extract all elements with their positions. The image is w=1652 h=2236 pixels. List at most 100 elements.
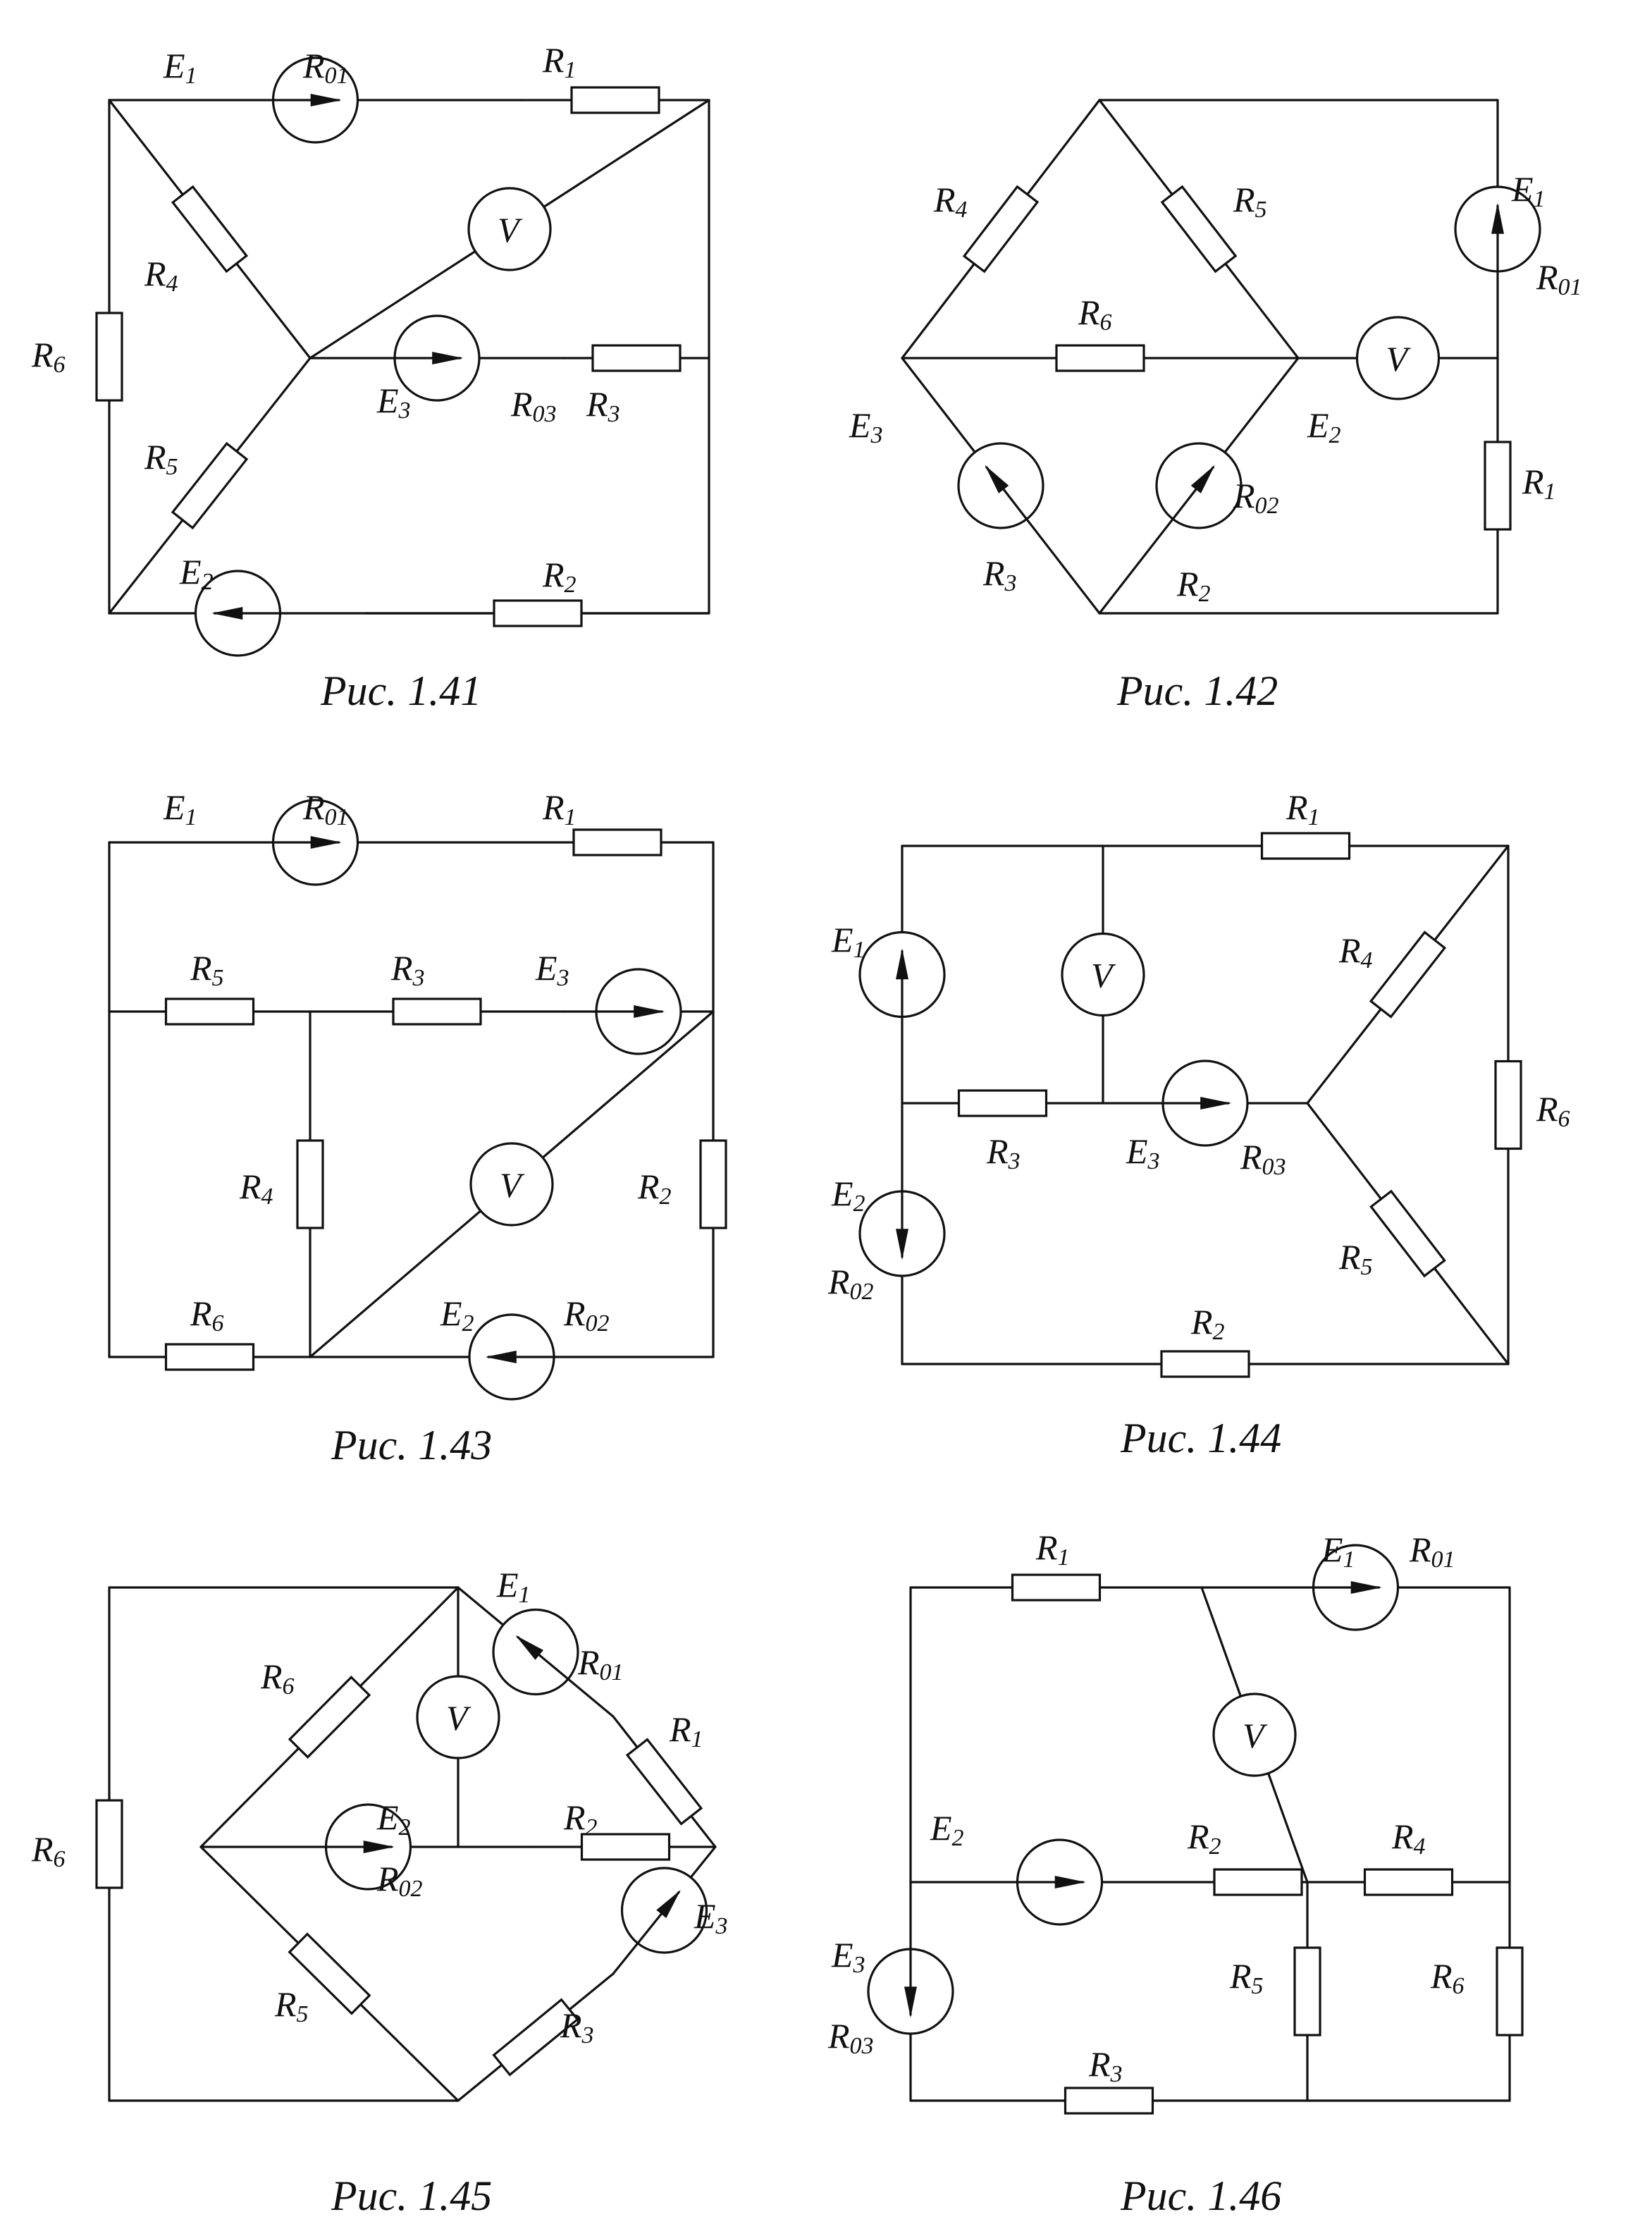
label-r1: R1: [669, 1709, 703, 1752]
resistor-r5: [1369, 1189, 1446, 1278]
label-r3: R3: [586, 384, 620, 427]
source-e1-arrow-icon: [310, 94, 342, 106]
resistor-r4: [1369, 930, 1447, 1019]
label-r2: R2: [563, 1798, 598, 1841]
resistor-r1: [625, 1738, 703, 1826]
label-main: E: [831, 1935, 853, 1974]
label-main: R: [31, 335, 54, 374]
label-r03: R03: [1240, 1137, 1286, 1180]
label-main: E: [376, 1798, 399, 1837]
source-e1-arrow-icon: [1350, 1581, 1382, 1594]
label-main: R: [144, 254, 166, 293]
label-subscript: 6: [283, 1673, 295, 1700]
label-r3: R3: [390, 948, 425, 991]
label-subscript: 2: [1209, 1833, 1221, 1860]
label-main: R: [31, 1829, 54, 1869]
label-r3: R3: [982, 553, 1017, 596]
label-e2: E2: [440, 1294, 474, 1337]
label-main: R: [1233, 180, 1255, 219]
label-subscript: 2: [462, 1310, 474, 1337]
label-main: E: [496, 1565, 519, 1604]
source-e2-arrow-icon: [211, 607, 243, 620]
wire: [690, 1814, 717, 1848]
label-r3: R3: [986, 1131, 1021, 1174]
label-r5: R5: [1233, 180, 1267, 223]
label-main: R: [827, 1262, 850, 1301]
label-main: E: [179, 552, 202, 591]
figure-caption: Рис. 1.45: [331, 2173, 492, 2219]
label-subscript: 1: [1534, 186, 1546, 212]
wire: [689, 1845, 717, 1879]
label-subscript: 3: [581, 2022, 594, 2048]
label-main: R: [1176, 564, 1199, 603]
source-e1-arrow-icon: [515, 1635, 543, 1660]
resistor-r4: [171, 185, 249, 274]
label-main: R: [560, 2005, 582, 2045]
source-e3-arrow-icon: [985, 465, 1009, 493]
label-r1: R1: [542, 787, 577, 830]
label-subscript: 1: [519, 1582, 531, 1608]
resistor-r5: [1293, 1946, 1321, 2037]
resistor-r5: [171, 441, 249, 530]
label-subscript: 4: [1414, 1833, 1426, 1860]
resistor-r2: [1160, 1350, 1250, 1378]
label-main: V: [1091, 956, 1116, 995]
label-subscript: 6: [1558, 1106, 1570, 1132]
label-subscript: 1: [565, 804, 577, 830]
source-e2-arrow-icon: [1190, 465, 1215, 493]
label-main: R: [542, 40, 565, 80]
label-main: R: [637, 1167, 660, 1206]
wire: [1266, 1771, 1309, 1884]
label-subscript: 3: [853, 1952, 865, 1978]
resistor-r3: [1064, 2087, 1154, 2115]
label-r02: R02: [376, 1859, 423, 1902]
label-main: R: [1088, 2044, 1111, 2084]
label-main: R: [1240, 1137, 1262, 1177]
resistor-r6: [95, 312, 123, 402]
figure-caption: Рис. 1.41: [320, 668, 481, 714]
resistor-r3: [492, 1998, 579, 2077]
wire: [567, 1678, 615, 1718]
label-r4: R4: [933, 180, 968, 223]
label-r6: R6: [1536, 1089, 1570, 1132]
label-main: E: [831, 920, 853, 959]
wire: [199, 1845, 300, 1945]
label-r4: R4: [1338, 930, 1373, 973]
label-r6i: R6: [260, 1657, 295, 1700]
label-subscript: 2: [1213, 1319, 1225, 1345]
label-subscript: 1: [1308, 804, 1320, 830]
label-main: R: [1338, 1237, 1361, 1277]
resistor-r1: [572, 828, 662, 856]
label-main: R: [933, 180, 956, 219]
label-r02: R02: [1233, 476, 1279, 519]
label-main: R: [190, 1294, 212, 1333]
wire: [1433, 1267, 1510, 1365]
label-main: R: [1522, 462, 1544, 501]
label-subscript: 02: [1255, 493, 1279, 519]
figure-caption: Рис. 1.43: [331, 1422, 492, 1468]
label-main: R: [274, 1984, 297, 2024]
wire: [1434, 844, 1510, 942]
wire: [543, 99, 710, 209]
resistor-r5: [164, 997, 255, 1026]
label-v: V: [500, 1165, 525, 1205]
label-r2: R2: [1187, 1817, 1221, 1860]
label-main: E: [694, 1896, 716, 1936]
label-subscript: 2: [660, 1184, 672, 1210]
label-subscript: 3: [1008, 1148, 1021, 1174]
label-v: V: [498, 210, 523, 250]
label-e3: E3: [831, 1935, 865, 1978]
wire: [1306, 1007, 1382, 1105]
label-e2: E2: [1307, 405, 1341, 448]
label-subscript: 6: [54, 352, 66, 378]
source-e2-arrow-icon: [1054, 1876, 1086, 1888]
label-e1: E1: [1321, 1530, 1355, 1573]
label-r1: R1: [1035, 1528, 1070, 1571]
source-e3-arrow-icon: [1200, 1097, 1232, 1110]
label-v: V: [1386, 339, 1412, 379]
label-main: R: [302, 46, 325, 85]
